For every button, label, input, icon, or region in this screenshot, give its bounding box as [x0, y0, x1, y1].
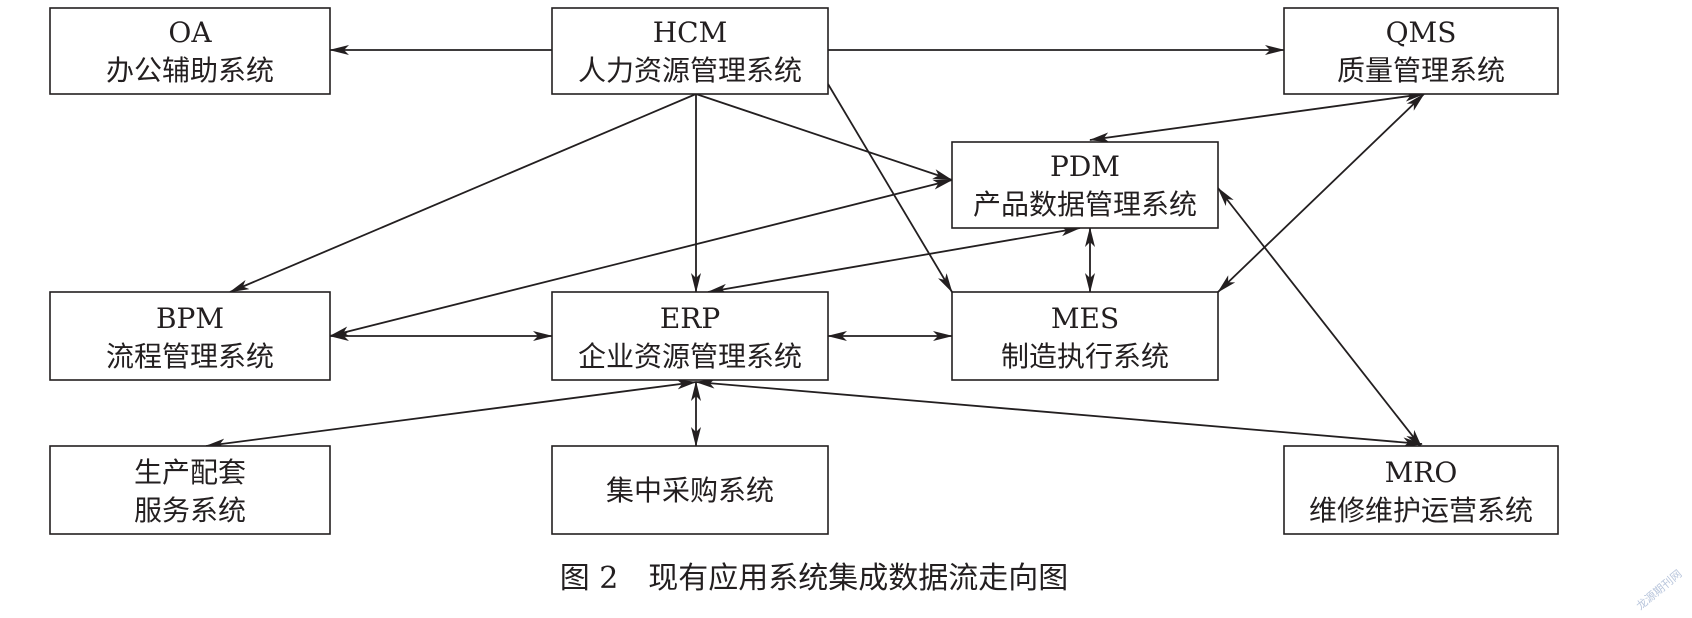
node-erp-name: 企业资源管理系统	[578, 340, 802, 373]
node-oa: OA 办公辅助系统	[49, 7, 331, 95]
node-cps-name: 集中采购系统	[606, 474, 774, 507]
node-hcm-name: 人力资源管理系统	[578, 54, 802, 87]
node-oa-name: 办公辅助系统	[106, 54, 274, 87]
watermark-text: 龙源期刊网	[1633, 567, 1684, 613]
node-pdm-code: PDM	[1050, 150, 1120, 183]
node-psss: 生产配套 服务系统	[49, 445, 331, 535]
node-hcm: HCM 人力资源管理系统	[551, 7, 829, 95]
edge-pdm-erp	[707, 226, 1081, 294]
node-bpm-name: 流程管理系统	[106, 340, 274, 373]
node-mes: MES 制造执行系统	[951, 291, 1219, 381]
node-psss-line2: 服务系统	[134, 494, 246, 527]
edge-hcm-to-pdm	[695, 93, 953, 181]
node-erp-code: ERP	[660, 302, 720, 335]
node-pdm-name: 产品数据管理系统	[973, 188, 1197, 221]
node-erp: ERP 企业资源管理系统	[551, 291, 829, 381]
node-bpm: BPM 流程管理系统	[49, 291, 331, 381]
node-mes-code: MES	[1051, 302, 1119, 335]
node-hcm-code: HCM	[653, 16, 728, 49]
node-qms-name: 质量管理系统	[1337, 54, 1505, 87]
node-mro-name: 维修维护运营系统	[1309, 494, 1533, 527]
node-qms: QMS 质量管理系统	[1283, 7, 1559, 95]
node-psss-line1: 生产配套	[134, 456, 246, 489]
node-qms-code: QMS	[1386, 16, 1457, 49]
node-bpm-code: BPM	[156, 302, 224, 335]
node-cps: 集中采购系统	[551, 445, 829, 535]
edge-erp-mro	[695, 378, 1423, 448]
edge-pdm-mro	[1217, 187, 1423, 449]
edges-group	[205, 45, 1425, 449]
edge-erp-psss	[205, 379, 697, 449]
edge-pdm-qms	[1089, 91, 1425, 143]
node-pdm: PDM 产品数据管理系统	[951, 141, 1219, 229]
edge-qms-mes	[1217, 93, 1425, 293]
node-oa-code: OA	[168, 16, 212, 49]
edge-pdm-bpm	[329, 179, 953, 337]
node-mro-code: MRO	[1385, 456, 1458, 489]
node-mro: MRO 维修维护运营系统	[1283, 445, 1559, 535]
figure-caption: 图 2 现有应用系统集成数据流走向图	[560, 561, 1069, 596]
node-mes-name: 制造执行系统	[1001, 340, 1169, 373]
